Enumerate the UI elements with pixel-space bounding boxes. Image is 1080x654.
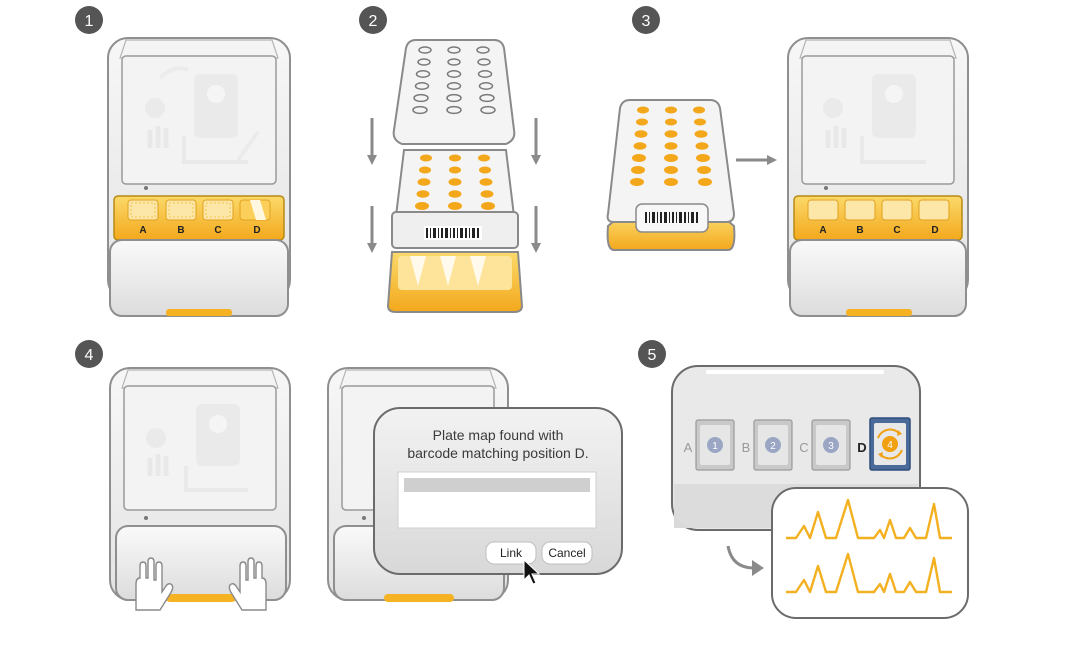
queue-letter-a: A [684, 440, 693, 455]
instrument-step3: A B C D [787, 37, 969, 317]
plate-lid [392, 39, 516, 145]
step-badge-3: 3 [632, 6, 660, 34]
well-plate [391, 149, 519, 249]
queue-number-3: 3 [828, 441, 834, 452]
queue-position-b: B 2 [742, 419, 793, 471]
drawer-label-c: C [214, 225, 221, 236]
curved-arrow-icon [726, 545, 755, 570]
chromatogram-panel [771, 487, 969, 619]
watermark-logo-icon [145, 66, 260, 164]
step-number-3: 3 [642, 13, 651, 30]
plate-map-list-item-selected[interactable] [404, 478, 590, 492]
queue-letter-c: C [799, 440, 808, 455]
queue-position-c: C 3 [799, 419, 851, 471]
plate-slot-d-empty [239, 199, 271, 221]
link-button[interactable]: Link [485, 541, 537, 565]
drawer-label-b: B [856, 225, 863, 236]
left-hand-icon [135, 557, 174, 611]
right-hand-icon [228, 557, 267, 611]
mouse-cursor-icon [523, 558, 541, 585]
plate-barcode-icon [424, 226, 482, 240]
plate-slot-a [127, 199, 159, 221]
step-badge-5: 5 [638, 340, 666, 368]
step3-plate [606, 99, 736, 251]
step-badge-4: 4 [75, 340, 103, 368]
instrument-step4 [109, 367, 291, 611]
cancel-button-label: Cancel [548, 546, 585, 560]
dialog-message-line2: barcode matching position D. [407, 445, 588, 461]
cancel-button[interactable]: Cancel [541, 541, 593, 565]
instrument-step1: A B C D [107, 37, 291, 317]
queue-position-a: A 1 [684, 419, 735, 471]
plate-slot-c [202, 199, 234, 221]
step-number-2: 2 [369, 13, 378, 30]
chromatogram-trace-1 [786, 498, 952, 540]
drawer-label-d: D [931, 225, 938, 236]
watermark-logo-icon [146, 404, 248, 492]
dialog-message-line1: Plate map found with [433, 427, 564, 443]
queue-letter-d: D [857, 440, 866, 455]
drawer-label-a: A [819, 225, 826, 236]
step2-plate-assembly [367, 39, 541, 313]
drawer-label-a: A [139, 225, 146, 236]
step-number-1: 1 [85, 13, 94, 30]
plate-slot-b [165, 199, 197, 221]
step-badge-2: 2 [359, 6, 387, 34]
sample-tray [386, 251, 524, 313]
queue-position-d-active: D 4 [857, 417, 911, 471]
chromatogram-trace-2 [786, 552, 952, 594]
drawer-label-c: C [893, 225, 900, 236]
queue-number-2: 2 [770, 441, 776, 452]
plate-map-dialog: Plate map found with barcode matching po… [373, 407, 623, 585]
queue-number-1: 1 [712, 441, 718, 452]
link-button-label: Link [500, 546, 523, 560]
watermark-logo-icon [823, 74, 926, 164]
plate-barcode-icon [645, 212, 698, 223]
drawer-label-d: D [253, 225, 260, 236]
step-number-5: 5 [648, 347, 657, 364]
queue-letter-b: B [742, 440, 751, 455]
queue-number-4: 4 [887, 440, 893, 451]
step-number-4: 4 [85, 347, 94, 364]
step-badge-1: 1 [75, 6, 103, 34]
drawer-label-b: B [177, 225, 184, 236]
